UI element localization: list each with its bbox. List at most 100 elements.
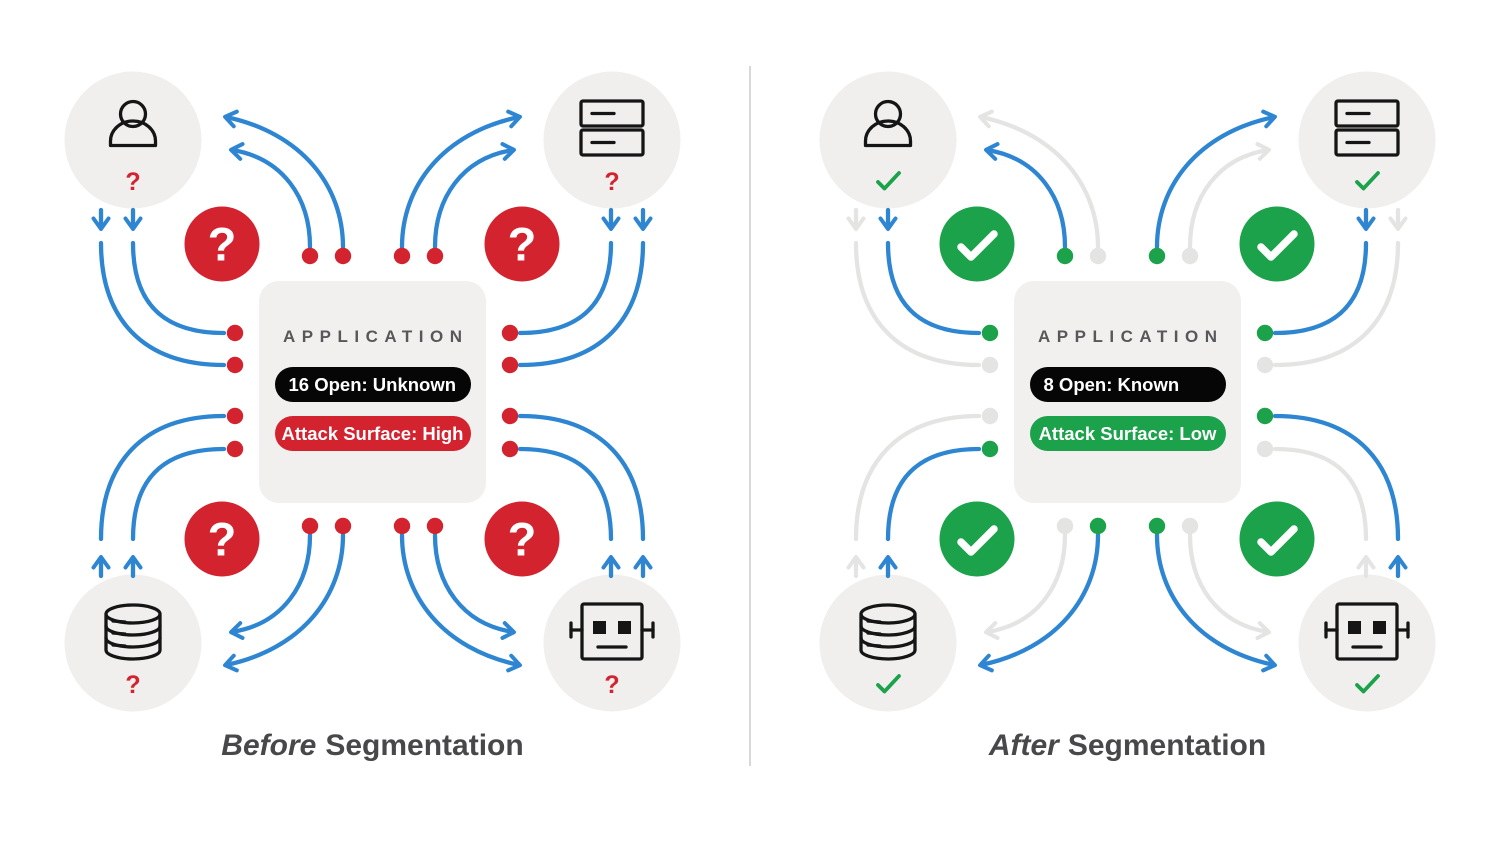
port-dot-bl-in_inner: [226, 440, 244, 458]
caption-italic-word: After: [988, 729, 1059, 762]
port-dot-tr-out_inner: [426, 247, 444, 265]
port-dot-bl-in_outer: [981, 407, 999, 425]
port-dot-tr-in_inner: [1256, 324, 1274, 342]
arrow-bl-in_outer: [98, 413, 227, 542]
node-user: [819, 71, 957, 209]
check-glyph: [957, 230, 998, 261]
arrow-bl-in_inner: [130, 446, 227, 542]
arrow-tl-out_inner: [229, 142, 313, 250]
arrow-tr-out_inner: [1187, 142, 1271, 250]
status-question-icon: ?: [125, 671, 140, 699]
badge-circle: [184, 501, 260, 577]
status-check-icon: [876, 674, 901, 694]
node-circle: [1298, 71, 1436, 209]
badge-circle: [939, 501, 1015, 577]
question-glyph: ?: [208, 513, 237, 566]
arrow-br-out_inner: [432, 532, 516, 640]
application-box-after: APPLICATION 8 Open: Known Attack Surface…: [1014, 281, 1241, 503]
arrow-bl-out_inner: [984, 532, 1068, 640]
node-circle: [64, 574, 202, 712]
verification-badge-tl: [939, 206, 1015, 282]
node-circle: [819, 574, 957, 712]
badge-circle: [484, 501, 560, 577]
arrow-tl-in_outer: [853, 240, 982, 368]
node-robot: [1298, 574, 1436, 712]
verification-badge-bl: ?: [184, 501, 260, 577]
attack-surface-pill: Attack Surface: Low: [1029, 416, 1226, 451]
arrow-bl-out_outer: [223, 532, 346, 673]
question-glyph: ?: [508, 513, 537, 566]
panel-before: ????????: [64, 71, 681, 712]
node-circle: [819, 71, 957, 209]
port-dot-tr-in_outer: [1256, 356, 1274, 374]
arrow-tl-in_outer: [98, 240, 227, 368]
user-icon: [108, 99, 158, 148]
status-question-icon: ?: [604, 671, 619, 699]
port-dot-tl-in_inner: [981, 324, 999, 342]
port-dot-br-in_inner: [501, 440, 519, 458]
server-icon: [579, 99, 645, 157]
arrow-bl-in_inner: [885, 446, 982, 542]
open-ports-pill: 8 Open: Known: [1029, 367, 1226, 402]
arrow-bl-in_outer: [853, 413, 982, 542]
node-circle: [64, 71, 202, 209]
badge-circle: [939, 206, 1015, 282]
arrow-tl-in_inner: [885, 240, 982, 336]
arrow-br-in_inner: [517, 446, 614, 542]
node-circle: [1298, 574, 1436, 712]
verification-badge-tr: ?: [484, 206, 560, 282]
port-dot-br-in_outer: [501, 407, 519, 425]
port-dot-br-out_outer: [393, 517, 411, 535]
node-user: ?: [64, 71, 202, 209]
arrow-tl-out_inner: [984, 142, 1068, 250]
verification-badge-bl: [939, 501, 1015, 577]
badge-circle: [1239, 206, 1315, 282]
port-dot-tl-out_outer: [334, 247, 352, 265]
database-icon: [104, 603, 162, 661]
port-dot-tl-out_inner: [1056, 247, 1074, 265]
arrow-tr-out_outer: [399, 109, 522, 250]
check-glyph: [1257, 230, 1298, 261]
arrow-tr-in_outer: [1272, 240, 1401, 368]
verification-badge-br: [1239, 501, 1315, 577]
node-server: ?: [543, 71, 681, 209]
verification-badge-tr: [1239, 206, 1315, 282]
arrow-tl-in_inner: [130, 240, 227, 336]
question-glyph: ?: [508, 218, 537, 271]
robot-icon: [1324, 602, 1410, 661]
status-question-icon: ?: [604, 168, 619, 196]
robot-icon: [569, 602, 655, 661]
port-dot-tl-in_outer: [981, 356, 999, 374]
port-dot-bl-in_outer: [226, 407, 244, 425]
port-dot-bl-out_inner: [1056, 517, 1074, 535]
port-dot-br-out_inner: [1181, 517, 1199, 535]
caption-rest: Segmentation: [1067, 729, 1267, 762]
port-dot-tl-out_outer: [1089, 247, 1107, 265]
server-icon: [1334, 99, 1400, 157]
database-icon: [859, 603, 917, 661]
check-glyph: [957, 525, 998, 556]
node-circle: [543, 574, 681, 712]
port-dot-tr-out_inner: [1181, 247, 1199, 265]
arrow-bl-out_outer: [978, 532, 1101, 673]
badge-circle: [484, 206, 560, 282]
arrow-tr-out_outer: [1154, 109, 1277, 250]
node-robot: ?: [543, 574, 681, 712]
check-glyph: [1257, 525, 1298, 556]
port-dot-br-in_outer: [1256, 407, 1274, 425]
arrow-tr-in_outer: [517, 240, 646, 368]
status-question-icon: ?: [125, 168, 140, 196]
badge-circle: [1239, 501, 1315, 577]
arrow-br-out_outer: [399, 532, 522, 673]
port-dot-br-out_inner: [426, 517, 444, 535]
arrow-br-in_inner: [1272, 446, 1369, 542]
panel-after: [819, 71, 1436, 712]
port-dot-tr-in_inner: [501, 324, 519, 342]
arrow-br-out_outer: [1154, 532, 1277, 673]
application-title: APPLICATION: [1038, 327, 1224, 346]
panel-divider: [749, 66, 751, 766]
arrow-br-out_inner: [1187, 532, 1271, 640]
